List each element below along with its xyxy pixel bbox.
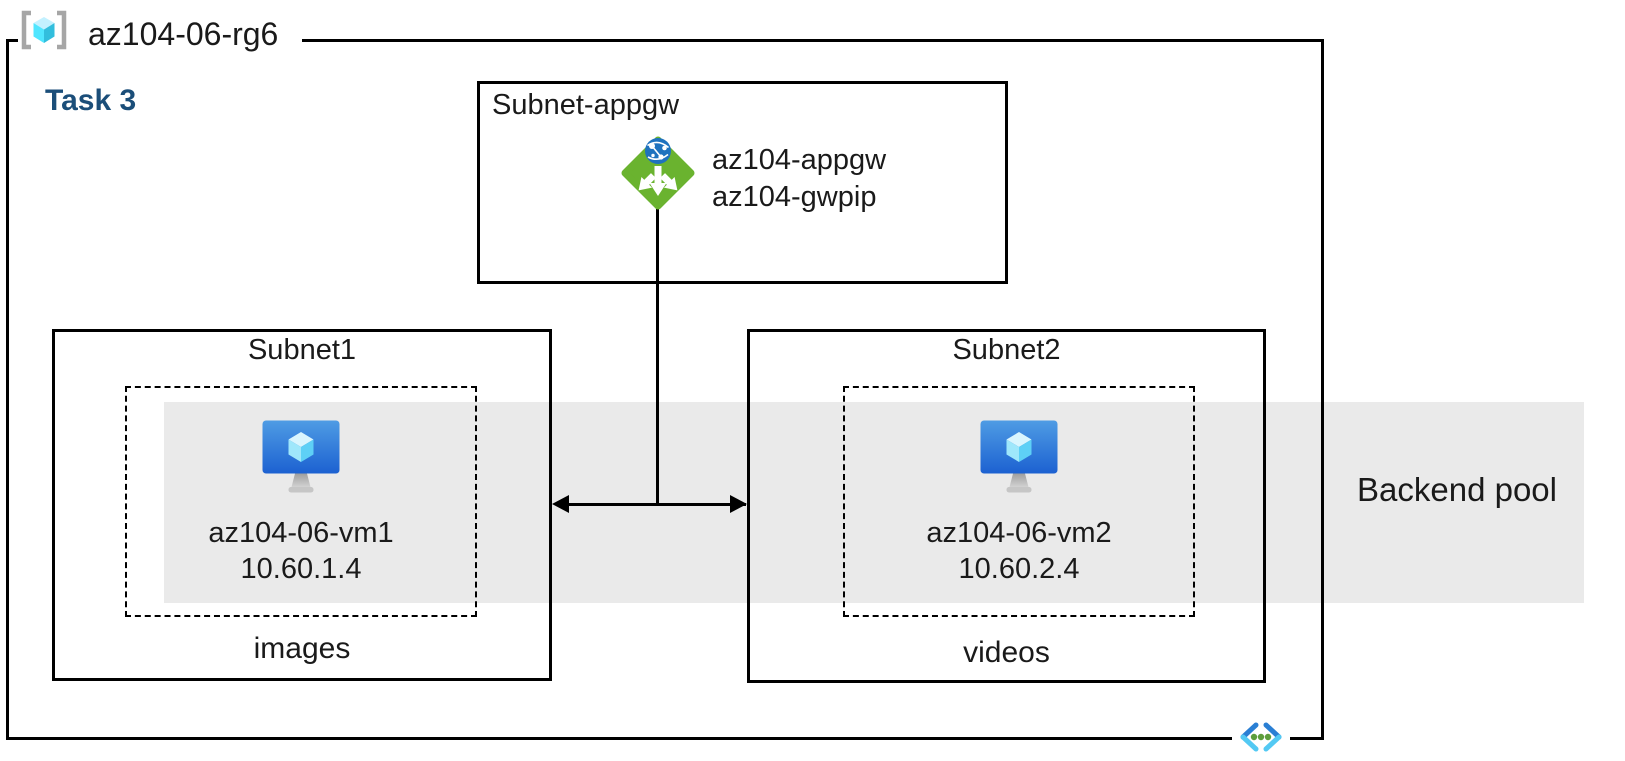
vm1-ip: 10.60.1.4 [240, 553, 362, 585]
subnet2-title: Subnet2 [952, 334, 1061, 366]
vm2-labels: az104-06-vm2 10.60.2.4 [843, 515, 1195, 587]
vm2-ip: 10.60.2.4 [958, 553, 1080, 585]
appgw-name: az104-appgw [712, 144, 887, 176]
backend-pool-label: Backend pool [1357, 471, 1557, 508]
backend-pool-band [164, 402, 1584, 603]
subnet1-dashed-box [125, 386, 477, 617]
resource-group-box [6, 39, 1324, 740]
appgw-connector-line [656, 209, 659, 505]
subnet2-dashed-box [843, 386, 1195, 617]
subnet2-box [747, 329, 1266, 683]
virtual-machine-icon [261, 419, 341, 498]
arrowhead-right-icon [730, 495, 747, 513]
appgw-subnet-title: Subnet-appgw [492, 89, 680, 121]
application-gateway-icon [620, 135, 696, 211]
resource-group-icon [20, 10, 68, 50]
task-label: Task 3 [45, 84, 137, 117]
subnet1-storage-label: images [253, 632, 351, 665]
subnet1-title: Subnet1 [247, 334, 357, 366]
subnet2-storage-label: videos [963, 636, 1050, 669]
vm2-name: az104-06-vm2 [926, 517, 1112, 549]
vm1-labels: az104-06-vm1 10.60.1.4 [125, 515, 477, 587]
resource-group-name: az104-06-rg6 [88, 16, 279, 52]
appgw-subnet-box [477, 81, 1008, 284]
virtual-machine-icon [979, 419, 1059, 498]
subnet-arrow-line [556, 503, 746, 506]
virtual-network-icon [1237, 721, 1285, 753]
arrowhead-left-icon [552, 495, 569, 513]
subnet1-box [52, 329, 552, 681]
vm1-name: az104-06-vm1 [208, 517, 394, 549]
appgw-public-ip: az104-gwpip [712, 181, 877, 213]
